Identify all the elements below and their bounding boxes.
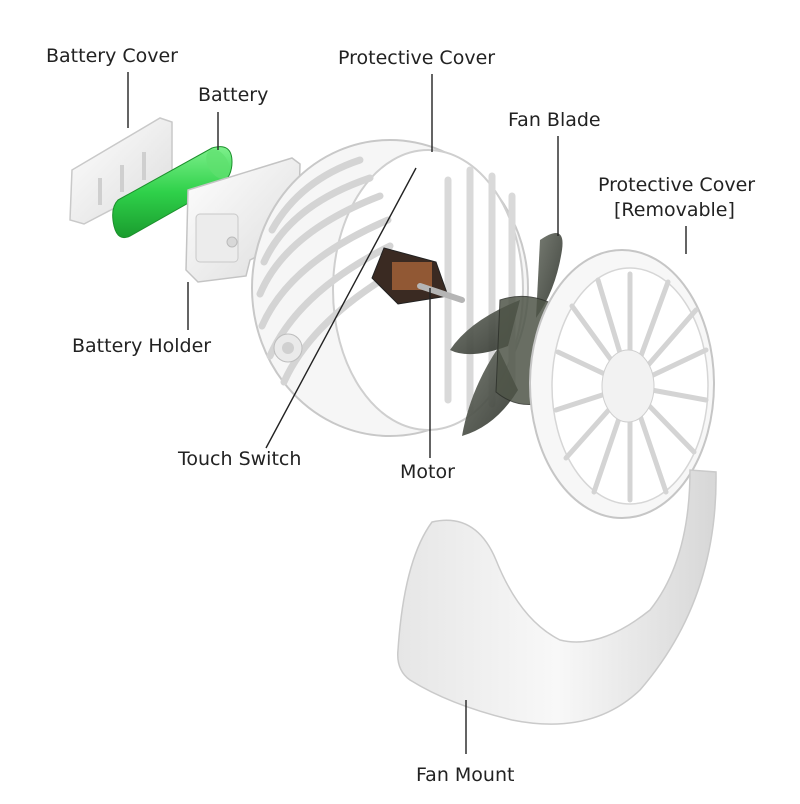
motor-part [371, 247, 465, 305]
battery-cover-part [69, 117, 173, 225]
leader-touch-switch [265, 167, 417, 449]
battery-holder-part [185, 157, 301, 283]
label-battery-holder: Battery Holder [72, 335, 212, 357]
label-rear-protective-cover: Protective Cover [338, 47, 496, 69]
label-front-protective-cover-removable: [Removable] [614, 199, 735, 221]
label-battery-cover: Battery Cover [46, 45, 178, 67]
label-fan-blade: Fan Blade [508, 109, 601, 131]
leader-lines [127, 72, 687, 754]
label-fan-mount: Fan Mount [416, 764, 515, 786]
label-motor: Motor [400, 461, 455, 483]
label-battery: Battery [198, 84, 269, 106]
front-protective-cover-part [529, 249, 715, 519]
label-front-protective-cover: Protective Cover [598, 174, 756, 196]
fan-mount-part [397, 469, 717, 725]
label-touch-switch: Touch Switch [178, 448, 302, 470]
